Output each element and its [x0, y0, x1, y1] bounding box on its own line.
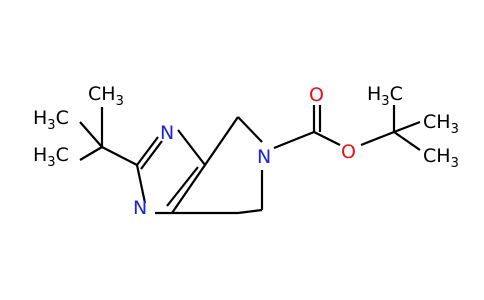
bond [393, 131, 421, 151]
methyl-label-part: H [33, 144, 47, 166]
nitrogen-atom-label: N [133, 197, 147, 219]
methyl-label: H3C [33, 107, 69, 133]
methyl-label-part: C [390, 83, 403, 105]
bond [360, 130, 395, 147]
methyl-label-subscript: 3 [116, 94, 124, 109]
methyl-label-part: CH [423, 111, 451, 133]
methyl-label-part: CH [423, 145, 451, 167]
methyl-label-subscript: 3 [381, 94, 389, 109]
bond [136, 136, 159, 166]
bond [204, 116, 239, 166]
methyl-label-part: CH [88, 83, 116, 105]
methyl-label-subscript: 3 [47, 118, 55, 133]
bond [101, 146, 138, 166]
bond [140, 140, 163, 170]
methyl-label-part: C [56, 144, 69, 166]
oxygen-atom-label: O [309, 84, 324, 106]
methyl-label-part: H [33, 107, 47, 129]
bond [237, 116, 263, 143]
bond [313, 131, 341, 146]
methyl-label: CH3 [88, 83, 124, 109]
methyl-label: H3C [367, 83, 403, 109]
bond [393, 120, 421, 134]
nitrogen-atom-label: N [257, 146, 271, 168]
nitrogen-atom-label: N [160, 122, 174, 144]
tert-butyl-left [79, 107, 138, 166]
methyl-label-part: C [56, 107, 69, 129]
bond [273, 130, 315, 150]
bond [171, 164, 206, 214]
methyl-label: CH3 [423, 145, 459, 171]
bond [79, 121, 103, 148]
methyl-label-subscript: 3 [47, 155, 55, 170]
methyl-label-part: H [367, 83, 381, 105]
methyl-label-subscript: 3 [451, 122, 459, 137]
bond [237, 208, 263, 215]
methyl-label: CH3 [423, 111, 459, 137]
carbamate-group [273, 105, 341, 150]
bond [79, 146, 103, 161]
pyrimidine-ring [135, 129, 206, 215]
bond [166, 166, 199, 207]
piperidine-ring [172, 116, 264, 215]
methyl-label-subscript: 3 [451, 156, 459, 171]
bond [135, 164, 147, 204]
oxygen-atom-label: O [341, 141, 356, 163]
methyl-label: H3C [33, 144, 69, 170]
tert-butyl-right [360, 105, 421, 151]
bond [177, 129, 206, 166]
